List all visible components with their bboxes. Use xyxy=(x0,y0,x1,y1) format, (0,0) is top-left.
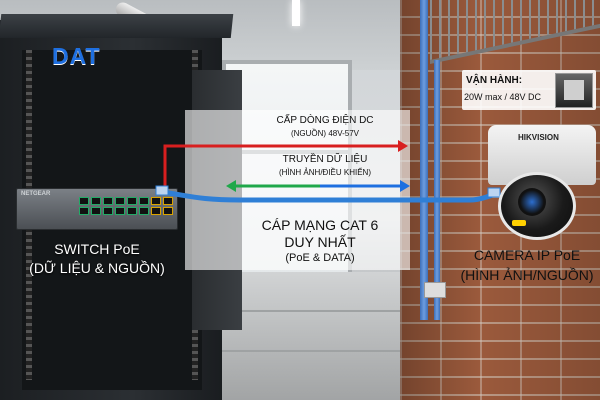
switch-port xyxy=(103,197,113,205)
ceiling-light xyxy=(292,0,300,26)
thumbnail-window xyxy=(564,80,584,100)
power-title: CẤP DÒNG ĐIỆN DC xyxy=(276,115,374,126)
switch-port xyxy=(163,207,173,215)
switch-port xyxy=(139,207,149,215)
switch-brand: NETGEAR xyxy=(21,191,51,197)
data-subtitle: (HÌNH ẢNH/ĐIỀU KHIỂN) xyxy=(278,168,371,177)
switch-port xyxy=(79,207,89,215)
hallway-thumbnail-icon xyxy=(555,73,593,108)
power-subtitle: (NGUỒN) 48V-57V xyxy=(290,129,360,138)
switch-port xyxy=(127,207,137,215)
switch-port xyxy=(103,207,113,215)
blue-conduit xyxy=(420,0,428,320)
power-arrow-head xyxy=(398,140,408,152)
floor-line xyxy=(180,350,450,352)
status-value: 20W max / 48V DC xyxy=(464,92,542,102)
switch-port xyxy=(127,197,137,205)
poe-switch: NETGEAR xyxy=(16,188,178,230)
switch-port xyxy=(151,207,161,215)
switch-port xyxy=(115,207,125,215)
power-line xyxy=(163,144,398,188)
switch-port xyxy=(139,197,149,205)
switch-label-line1: SWITCH PoE xyxy=(54,241,140,257)
info-panel xyxy=(185,110,410,270)
status-title: VẬN HÀNH: xyxy=(466,75,523,86)
camera-brand: HIKVISION xyxy=(518,133,559,142)
junction-box xyxy=(424,282,446,298)
switch-label-line2: (DỮ LIỆU & NGUỒN) xyxy=(29,260,165,276)
switch-port xyxy=(91,197,101,205)
cable-subtitle: (PoE & DATA) xyxy=(285,252,355,264)
camera-label: CAMERA IP PoE (HÌNH ẢNH/NGUỒN) xyxy=(452,245,600,285)
floor-line xyxy=(200,310,440,312)
data-arrow-left xyxy=(226,180,236,192)
camera-light xyxy=(512,220,526,226)
data-title: TRUYỀN DỮ LIỆU xyxy=(282,154,368,165)
camera-label-line2: (HÌNH ẢNH/NGUỒN) xyxy=(460,267,594,283)
dat-logo: DAT xyxy=(52,43,101,69)
cat6-cable xyxy=(161,189,501,203)
camera-dome xyxy=(498,172,576,240)
camera-label-line1: CAMERA IP PoE xyxy=(473,247,581,263)
switch-port xyxy=(79,197,89,205)
rj45-plug xyxy=(487,187,501,198)
blue-conduit xyxy=(434,60,440,320)
switch-port xyxy=(163,197,173,205)
camera-lens-icon xyxy=(518,188,546,216)
data-arrow-right xyxy=(400,180,410,192)
switch-port xyxy=(115,197,125,205)
switch-port xyxy=(151,197,161,205)
switch-port xyxy=(91,207,101,215)
switch-ports xyxy=(79,197,173,215)
cable-title-line1: CÁP MẠNG CAT 6 xyxy=(261,217,379,233)
switch-label: SWITCH PoE (DỮ LIỆU & NGUỒN) xyxy=(2,240,192,278)
cable-title-line2: DUY NHẤT xyxy=(284,234,356,250)
rj45-plug xyxy=(155,185,169,196)
